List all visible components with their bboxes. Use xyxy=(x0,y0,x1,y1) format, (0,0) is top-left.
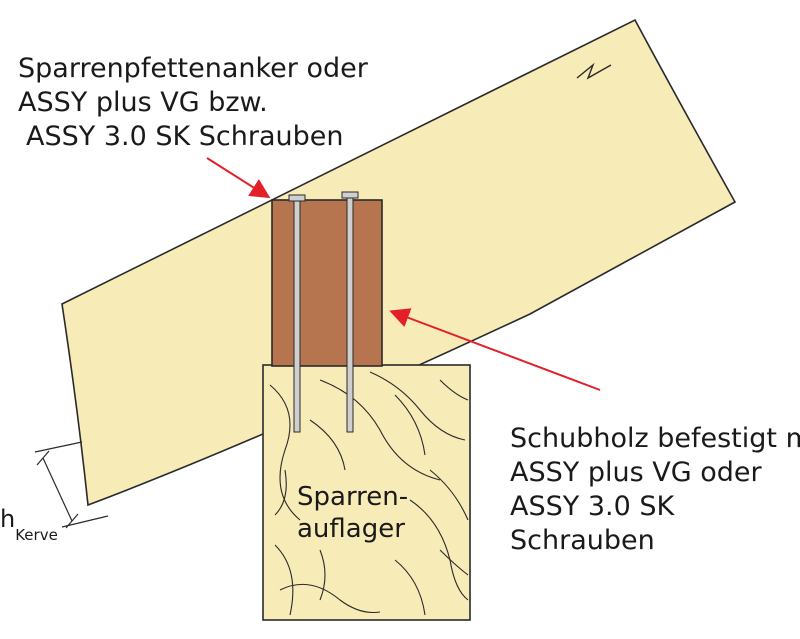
dimension-h-kerve xyxy=(34,441,109,529)
label-anchor: Sparrenpfettenanker oder ASSY plus VG bz… xyxy=(18,53,376,152)
break-symbol xyxy=(576,62,612,80)
screw-left xyxy=(288,194,306,433)
shear-block xyxy=(271,199,383,367)
label-support: Sparren- auflager xyxy=(297,482,416,544)
arrow-to-shear-block xyxy=(389,308,601,391)
screw-right xyxy=(341,191,359,433)
label-h-kerve: hKerve xyxy=(0,505,58,544)
label-shear-block: Schubholz befestigt mit ASSY plus VG ode… xyxy=(510,423,800,556)
arrow-to-anchor xyxy=(206,157,271,199)
wood-grain xyxy=(269,371,469,616)
